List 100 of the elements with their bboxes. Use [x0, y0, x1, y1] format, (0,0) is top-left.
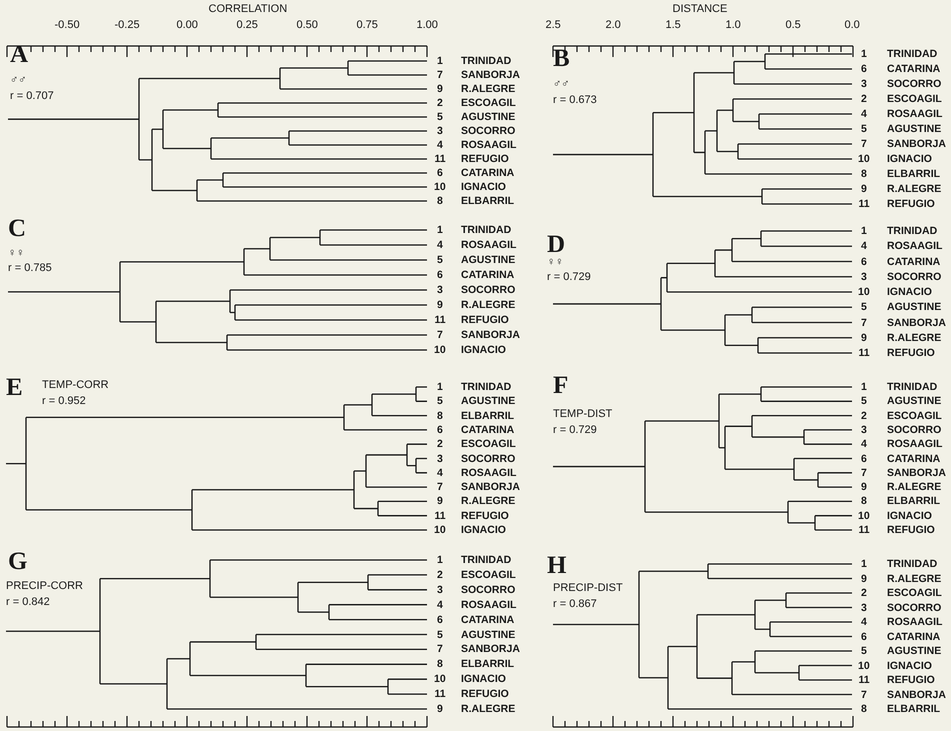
leaf-number: 4	[437, 139, 443, 151]
site-name: ESCOAGIL	[461, 97, 516, 109]
tick-label: -0.25	[114, 19, 140, 31]
leaf-number: 3	[861, 78, 867, 90]
leaf-number: 5	[861, 301, 867, 314]
site-name: IGNACIO	[461, 181, 506, 193]
site-name: ROSAAGIL	[461, 466, 516, 479]
tick-label: 2.0	[606, 19, 621, 31]
tick-label: 2.5	[546, 19, 561, 31]
site-name: IGNACIO	[887, 153, 932, 165]
panel-annotation: PRECIP-CORR	[6, 580, 84, 592]
site-name: CATARINA	[887, 63, 940, 75]
leaf-number: 4	[437, 466, 443, 479]
leaf-number: 2	[437, 438, 443, 450]
leaf-number: 11	[434, 510, 446, 522]
leaf-number: 5	[437, 254, 443, 266]
site-name: R.ALEGRE	[461, 299, 516, 311]
site-name: ROSAAGIL	[887, 240, 942, 252]
leaf-number: 4	[437, 598, 443, 611]
site-name: CATARINA	[887, 452, 940, 464]
leaf-number: 6	[861, 63, 867, 75]
tick-label: 1.0	[726, 19, 741, 31]
site-name: ELBARRIL	[887, 168, 940, 180]
site-name: CATARINA	[461, 614, 514, 626]
leaf-number: 9	[437, 83, 443, 95]
correlation-value: r = 0.729	[547, 271, 591, 283]
leaf-number: 5	[861, 645, 867, 657]
leaf-number: 7	[861, 688, 867, 700]
panel-annotation: TEMP-CORR	[42, 379, 109, 391]
site-name: IGNACIO	[887, 660, 932, 672]
site-name: SANBORJA	[887, 688, 946, 700]
site-name: SANBORJA	[887, 316, 946, 328]
site-name: SANBORJA	[461, 643, 520, 656]
site-name: ROSAAGIL	[461, 239, 516, 251]
leaf-number: 9	[437, 495, 443, 508]
site-name: REFUGIO	[461, 314, 509, 326]
leaf-number: 7	[861, 466, 867, 479]
correlation-value: r = 0.952	[42, 395, 86, 407]
panel-letter: B	[553, 46, 570, 72]
site-name: CATARINA	[461, 167, 514, 179]
site-name: CATARINA	[461, 269, 514, 281]
site-name: ELBARRIL	[887, 495, 940, 508]
leaf-number: 5	[437, 395, 443, 408]
leaf-number: 11	[434, 153, 446, 165]
panel-letter: C	[8, 216, 26, 242]
site-name: IGNACIO	[461, 524, 506, 536]
site-name: ROSAAGIL	[461, 598, 516, 611]
leaf-number: 8	[437, 658, 443, 670]
panel-annotation: ♂♂	[10, 74, 26, 86]
site-name: ESCOAGIL	[887, 93, 942, 105]
correlation-value: r = 0.729	[553, 424, 597, 436]
leaf-number: 6	[437, 614, 443, 626]
site-name: TRINIDAD	[461, 554, 512, 566]
leaf-number: 1	[861, 225, 867, 237]
leaf-number: 11	[858, 198, 870, 210]
leaf-number: 6	[437, 167, 443, 179]
leaf-number: 10	[858, 510, 870, 522]
leaf-number: 5	[437, 111, 443, 123]
leaf-number: 4	[437, 239, 443, 251]
leaf-number: 10	[858, 153, 870, 165]
leaf-number: 9	[437, 299, 443, 311]
leaf-number: 2	[437, 568, 443, 581]
correlation-value: r = 0.707	[10, 90, 54, 102]
site-name: REFUGIO	[887, 524, 935, 536]
site-name: CATARINA	[887, 630, 940, 642]
leaf-number: 3	[437, 125, 443, 137]
leaf-number: 7	[861, 138, 867, 150]
site-name: SOCORRO	[887, 270, 942, 283]
site-name: TRINIDAD	[461, 381, 512, 393]
panel-letter: G	[8, 549, 28, 575]
leaf-number: 1	[437, 55, 443, 67]
site-name: AGUSTINE	[461, 111, 516, 123]
site-name: R.ALEGRE	[887, 183, 942, 195]
site-name: SOCORRO	[461, 125, 516, 137]
axis-title: DISTANCE	[672, 3, 728, 15]
leaf-number: 9	[861, 332, 867, 344]
site-name: REFUGIO	[887, 198, 935, 210]
site-name: ELBARRIL	[461, 410, 514, 422]
leaf-number: 4	[861, 240, 867, 252]
tick-label: 0.50	[296, 19, 318, 31]
leaf-number: 3	[437, 584, 443, 596]
tick-label: 0.25	[236, 19, 258, 31]
site-name: SOCORRO	[461, 284, 516, 296]
leaf-number: 9	[861, 183, 867, 195]
site-name: R.ALEGRE	[887, 572, 942, 584]
site-name: AGUSTINE	[461, 628, 516, 640]
site-name: REFUGIO	[461, 688, 509, 700]
leaf-number: 11	[858, 674, 870, 686]
site-name: SOCORRO	[887, 78, 942, 90]
correlation-value: r = 0.785	[8, 262, 52, 274]
leaf-number: 5	[861, 123, 867, 135]
leaf-number: 1	[861, 558, 867, 570]
site-name: R.ALEGRE	[461, 495, 516, 508]
leaf-number: 3	[437, 284, 443, 296]
site-name: TRINIDAD	[887, 225, 938, 237]
site-name: TRINIDAD	[461, 55, 512, 67]
site-name: CATARINA	[887, 256, 940, 268]
leaf-number: 11	[858, 524, 870, 536]
panel-annotation: ♂♂	[553, 78, 570, 90]
leaf-number: 6	[861, 452, 867, 464]
